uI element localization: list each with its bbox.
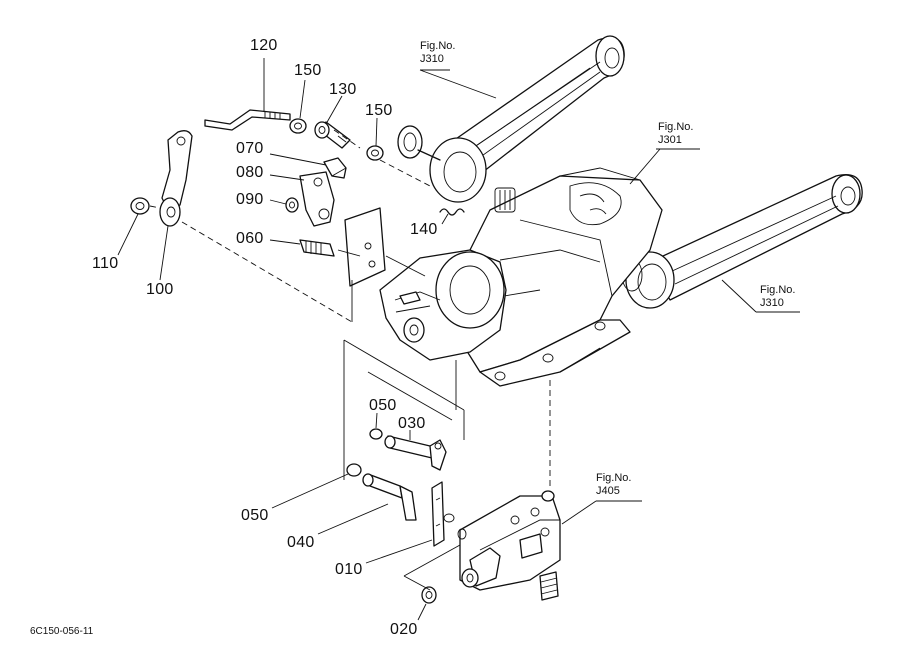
plate-060	[299, 207, 386, 287]
upper-lift-arm	[397, 35, 625, 203]
fig-ref-number: J405	[596, 485, 620, 497]
shaft-030	[384, 435, 447, 471]
fig-ref-caption: Fig.No.	[420, 40, 456, 52]
right-lift-arm	[621, 173, 863, 309]
alignment-lines	[181, 129, 551, 591]
shaft-040	[362, 473, 417, 521]
fig-ref-number: J301	[658, 134, 682, 146]
drawing-code: 6C150-056-11	[30, 626, 94, 637]
part-label-070: 070	[236, 140, 264, 157]
lever-assembly	[130, 130, 193, 227]
fig-ref-number: J310	[420, 53, 444, 65]
part-label-050-b: 050	[241, 507, 269, 524]
leader-lines	[117, 58, 800, 621]
fig-ref-j301: Fig.No. J301	[658, 121, 693, 147]
o-ring-050-a	[369, 428, 383, 440]
nut-150-a	[289, 118, 307, 134]
part-label-020: 020	[390, 621, 418, 638]
spring-140	[439, 208, 465, 216]
nut-020	[421, 586, 437, 604]
hydraulic-control-valve	[457, 490, 561, 601]
link-plate-010	[431, 481, 455, 547]
part-label-150-b: 150	[365, 102, 393, 119]
fig-ref-caption: Fig.No.	[658, 121, 694, 133]
part-label-130: 130	[329, 81, 357, 98]
washer-090	[285, 197, 299, 213]
bracket-080	[299, 171, 335, 227]
joint-130	[314, 121, 351, 149]
fig-ref-j405: Fig.No. J405	[596, 472, 631, 498]
part-label-140: 140	[410, 221, 438, 238]
part-label-040: 040	[287, 534, 315, 551]
part-label-010: 010	[335, 561, 363, 578]
part-label-060: 060	[236, 230, 264, 247]
cylinder-housing	[454, 167, 663, 387]
control-valve-block-body	[379, 249, 507, 361]
fig-ref-j310-right: Fig.No. J310	[760, 284, 795, 310]
rod-120	[204, 109, 291, 131]
part-label-090: 090	[236, 191, 264, 208]
part-label-080: 080	[236, 164, 264, 181]
bolt-070	[323, 157, 347, 179]
part-label-150-a: 150	[294, 62, 322, 79]
fig-ref-number: J310	[760, 297, 784, 309]
o-ring-050-b	[346, 463, 362, 477]
fig-ref-caption: Fig.No.	[760, 284, 796, 296]
part-label-110: 110	[92, 255, 119, 272]
nut-150-b	[366, 145, 384, 161]
fig-ref-j310-top: Fig.No. J310	[420, 40, 455, 66]
part-label-050-a: 050	[369, 397, 397, 414]
fig-ref-caption: Fig.No.	[596, 472, 632, 484]
part-label-030: 030	[398, 415, 426, 432]
part-label-100: 100	[146, 281, 174, 298]
part-label-120: 120	[250, 37, 278, 54]
